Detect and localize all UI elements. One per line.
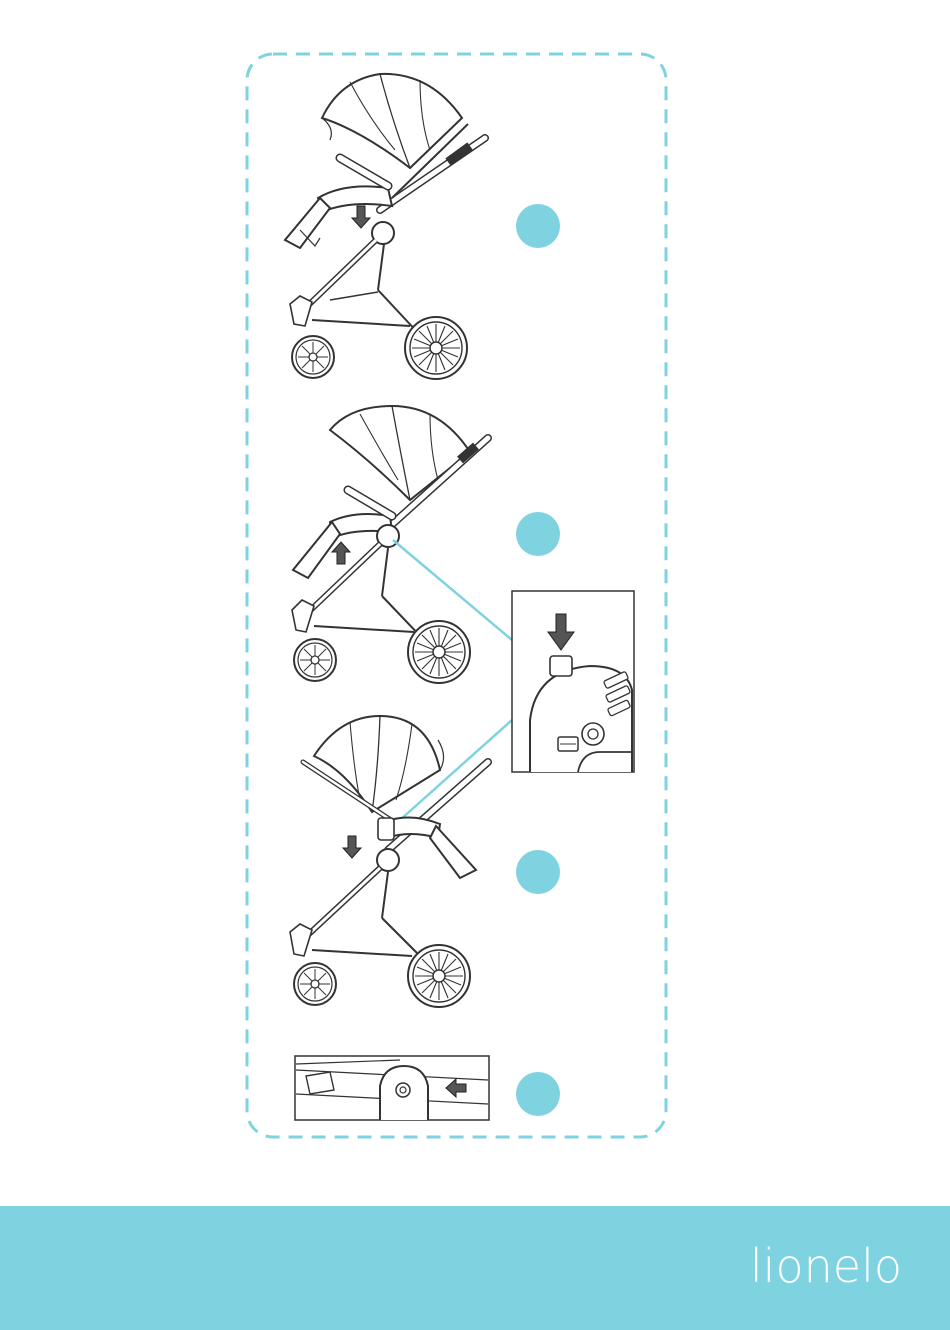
instruction-illustration-panel: [0, 0, 950, 1200]
footer-bar: lionelo: [0, 1206, 950, 1330]
stroller-seat-reversed-icon: [290, 716, 488, 1007]
stroller-seat-forward-icon: [285, 74, 485, 379]
step-indicator-4: [516, 1072, 560, 1116]
brand-logo: lionelo: [750, 1236, 902, 1296]
seat-lock-detail-icon: [295, 1056, 489, 1120]
stroller-seat-lift-icon: [292, 406, 488, 683]
step-indicator-2: [516, 512, 560, 556]
step-indicator-3: [516, 850, 560, 894]
release-button-detail-icon: [512, 591, 634, 772]
step-indicator-1: [516, 204, 560, 248]
